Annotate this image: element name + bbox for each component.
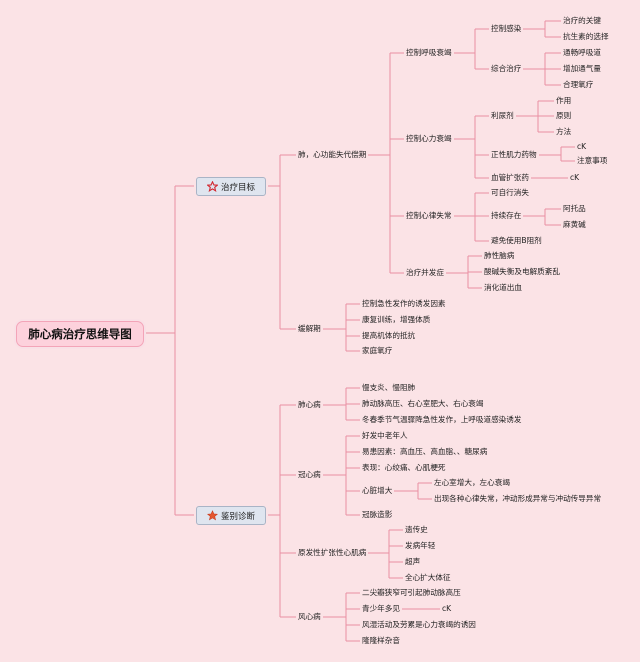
node-label[interactable]: 综合治疗 bbox=[491, 64, 522, 73]
node-label[interactable]: 超声 bbox=[405, 557, 421, 566]
node-label[interactable]: 血管扩张药 bbox=[491, 173, 529, 182]
node-label[interactable]: 利尿剂 bbox=[491, 111, 514, 120]
star-filled-icon bbox=[206, 510, 218, 521]
node-label[interactable]: 控制急性发作的诱发因素 bbox=[362, 299, 446, 308]
node-label[interactable]: 心脏增大 bbox=[362, 486, 393, 495]
node-label[interactable]: 冬春季节气温骤降急性发作，上呼吸道感染诱发 bbox=[362, 415, 522, 424]
node-label[interactable]: 作用 bbox=[556, 96, 572, 105]
node-label[interactable]: 表现：心绞痛、心肌梗死 bbox=[362, 463, 446, 472]
node-label[interactable]: 控制呼吸衰竭 bbox=[406, 48, 452, 57]
node-label[interactable]: 肺，心功能失代偿期 bbox=[298, 150, 367, 159]
node-label[interactable]: 缓解期 bbox=[298, 324, 321, 333]
node-label[interactable]: 通畅呼吸道 bbox=[563, 48, 601, 57]
node-label[interactable]: 原则 bbox=[556, 111, 572, 120]
node-label[interactable]: 原发性扩张性心肌病 bbox=[298, 548, 367, 557]
node-label[interactable]: 好发中老年人 bbox=[362, 431, 408, 440]
node-label[interactable]: 青少年多见 bbox=[362, 604, 400, 613]
node-label[interactable]: 隆隆样杂音 bbox=[362, 636, 400, 645]
node-label[interactable]: 冠脉造影 bbox=[362, 510, 393, 519]
node-label[interactable]: cK bbox=[577, 142, 587, 151]
node-label[interactable]: 家庭氧疗 bbox=[362, 346, 393, 355]
root-node[interactable]: 肺心病治疗思维导图 bbox=[16, 321, 144, 347]
node-label[interactable]: 可自行消失 bbox=[491, 188, 529, 197]
node-label[interactable]: 发病年轻 bbox=[405, 541, 436, 550]
node-label[interactable]: 肺动脉高压、右心室肥大、右心衰竭 bbox=[362, 399, 484, 408]
node-label[interactable]: 避免使用B阻剂 bbox=[491, 236, 542, 245]
node-label[interactable]: 酸碱失衡及电解质紊乱 bbox=[484, 267, 560, 276]
node-label[interactable]: 出现各种心律失常，冲动形成异常与冲动传导异常 bbox=[434, 494, 602, 503]
node-label[interactable]: 风心病 bbox=[298, 612, 321, 621]
node-label[interactable]: 治疗并发症 bbox=[406, 268, 444, 277]
branch-treatment-goals[interactable]: 治疗目标 bbox=[196, 177, 266, 196]
node-label[interactable]: 正性肌力药物 bbox=[491, 150, 537, 159]
node-label[interactable]: 增加通气量 bbox=[563, 64, 601, 73]
branch-label: 治疗目标 bbox=[220, 182, 255, 193]
node-label[interactable]: cK bbox=[570, 173, 580, 182]
node-label[interactable]: 遗传史 bbox=[405, 525, 428, 534]
node-label[interactable]: 麻黄碱 bbox=[563, 220, 586, 229]
node-label[interactable]: 控制心力衰竭 bbox=[406, 134, 452, 143]
node-label[interactable]: 提高机体的抵抗 bbox=[362, 331, 416, 340]
node-label[interactable]: 康复训练，增强体质 bbox=[362, 315, 431, 324]
branch-differential-diagnosis[interactable]: 鉴别诊断 bbox=[196, 506, 266, 525]
node-label[interactable]: 注意事项 bbox=[577, 156, 608, 165]
node-label[interactable]: 抗生素的选择 bbox=[563, 32, 609, 41]
node-label[interactable]: 冠心病 bbox=[298, 470, 321, 479]
node-label[interactable]: 慢支炎、慢阻肺 bbox=[362, 383, 416, 392]
node-label[interactable]: 全心扩大体征 bbox=[405, 573, 451, 582]
branch-label: 鉴别诊断 bbox=[220, 511, 255, 522]
star-outline-icon bbox=[206, 181, 218, 192]
node-label[interactable]: 控制感染 bbox=[491, 24, 522, 33]
node-label[interactable]: 治疗的关键 bbox=[563, 16, 601, 25]
node-label[interactable]: 易患因素：高血压、高血脂、、糖尿病 bbox=[362, 447, 488, 456]
node-label[interactable]: 方法 bbox=[556, 127, 572, 136]
node-label[interactable]: cK bbox=[442, 604, 452, 613]
node-label[interactable]: 消化道出血 bbox=[484, 283, 522, 292]
node-label[interactable]: 肺心病 bbox=[298, 400, 321, 409]
node-label[interactable]: 风湿活动及劳累是心力衰竭的诱因 bbox=[362, 620, 476, 629]
node-label[interactable]: 肺性脑病 bbox=[484, 251, 515, 260]
node-label[interactable]: 二尖瓣狭窄可引起肺动脉高压 bbox=[362, 588, 461, 597]
node-label[interactable]: 阿托品 bbox=[563, 204, 586, 213]
node-label[interactable]: 左心室增大，左心衰竭 bbox=[434, 478, 510, 487]
node-label[interactable]: 合理氧疗 bbox=[563, 80, 594, 89]
node-label[interactable]: 控制心律失常 bbox=[406, 211, 452, 220]
node-label[interactable]: 持续存在 bbox=[491, 211, 522, 220]
